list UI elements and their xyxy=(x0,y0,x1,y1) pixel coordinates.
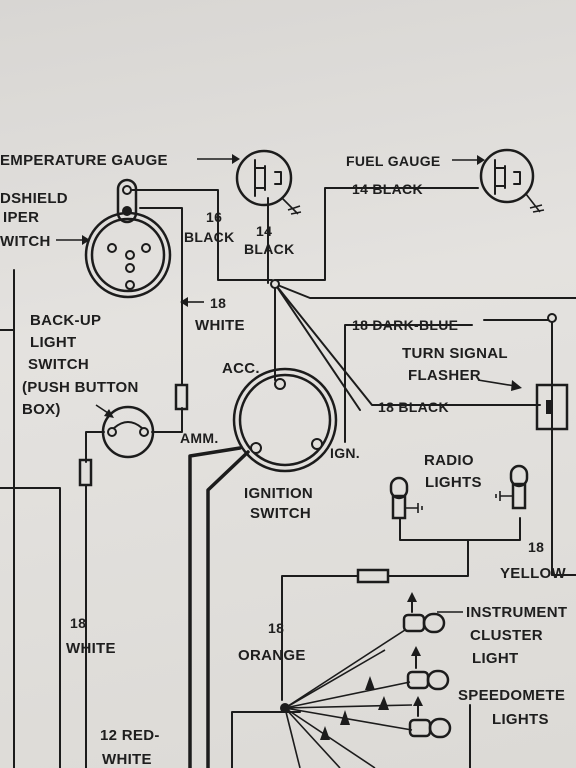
wire-14-black-label-2: BLACK xyxy=(244,241,295,257)
yellow-wire-label-2: YELLOW xyxy=(500,565,567,582)
wire-18-dark-blue xyxy=(344,324,473,443)
speedometer-lights-label-1: SPEEDOMETE xyxy=(458,687,565,704)
orange-wire-label-2: ORANGE xyxy=(238,647,306,664)
wire-14-black-fuel xyxy=(274,187,479,281)
flasher-wire-label: 18 BLACK xyxy=(378,399,449,415)
wire-16-black-label-2: BLACK xyxy=(184,229,235,245)
acc-label: ACC. xyxy=(222,360,260,377)
instrument-cluster-label-3: LIGHT xyxy=(472,650,519,667)
wiper-switch-label-3: WITCH xyxy=(0,233,51,250)
left-white-wire-label-1: 18 xyxy=(70,615,86,631)
flasher-label-1: TURN SIGNAL xyxy=(402,345,508,362)
orange-wire-label-1: 18 xyxy=(268,620,284,636)
dark-blue-wire-label: 18 DARK-BLUE xyxy=(352,317,458,333)
wire-12-red-white xyxy=(188,446,242,768)
ignition-switch-label-1: IGNITION xyxy=(244,485,313,502)
instrument-cluster-label-1: INSTRUMENT xyxy=(466,604,567,621)
backup-switch-label-1: BACK-UP xyxy=(30,312,101,329)
radio-lights-label-2: LIGHTS xyxy=(425,474,482,491)
label-arrows xyxy=(56,154,522,613)
fuel-gauge-wire-label: 14 BLACK xyxy=(352,181,423,197)
fuse-symbol xyxy=(356,568,390,584)
junction-dot xyxy=(270,279,280,289)
wires xyxy=(0,187,576,768)
instrument-light-bulbs xyxy=(320,592,452,740)
backup-switch-label-4: (PUSH BUTTON xyxy=(22,379,139,396)
wire-16-black xyxy=(124,189,273,281)
wiper-switch-label-2: IPER xyxy=(3,209,39,226)
radio-lights-label-1: RADIO xyxy=(424,452,474,469)
wire-18-orange xyxy=(281,575,359,701)
junction-dot xyxy=(547,313,557,323)
wire-14-black-label-1: 14 xyxy=(256,223,272,239)
backup-switch-label-2: LIGHT xyxy=(30,334,77,351)
wiper-switch-symbol xyxy=(84,178,172,299)
yellow-wire-label-1: 18 xyxy=(528,539,544,555)
wire-radio-lights xyxy=(399,517,521,541)
bottom-left-wire xyxy=(0,487,61,768)
temperature-gauge-label: EMPERATURE GAUGE xyxy=(0,152,168,169)
wire-16-black-label-1: 16 xyxy=(206,209,222,225)
wire-18-white xyxy=(139,207,183,386)
backup-switch-symbol xyxy=(78,383,189,487)
wiper-switch-label-1: DSHIELD xyxy=(0,190,68,207)
amm-label: AMM. xyxy=(180,430,219,446)
red-white-wire-label-2: WHITE xyxy=(102,751,152,768)
fuel-gauge-symbol xyxy=(479,148,545,213)
speedometer-lights-label-2: LIGHTS xyxy=(492,711,549,728)
flasher-symbol xyxy=(535,383,569,431)
ignition-switch-label-2: SWITCH xyxy=(250,505,311,522)
flasher-label-2: FLASHER xyxy=(408,367,481,384)
left-white-wire-label-2: WHITE xyxy=(66,640,116,657)
wire-18-black-flasher xyxy=(274,283,541,406)
radio-light-bulbs xyxy=(389,464,529,520)
wire-bus-top xyxy=(274,283,576,299)
red-white-wire-label-1: 12 RED- xyxy=(100,727,160,744)
backup-switch-label-5: BOX) xyxy=(22,401,61,418)
wire-18-white-label-1: 18 xyxy=(210,295,226,311)
wire-18-white-label-2: WHITE xyxy=(195,317,245,334)
ignition-switch-symbol xyxy=(232,367,338,473)
backup-switch-label-3: SWITCH xyxy=(28,356,89,373)
temperature-gauge-symbol xyxy=(235,149,302,215)
instrument-cluster-label-2: CLUSTER xyxy=(470,627,543,644)
fuel-gauge-label: FUEL GAUGE xyxy=(346,153,441,169)
junction-dot xyxy=(280,703,290,713)
ign-label: IGN. xyxy=(330,445,360,461)
